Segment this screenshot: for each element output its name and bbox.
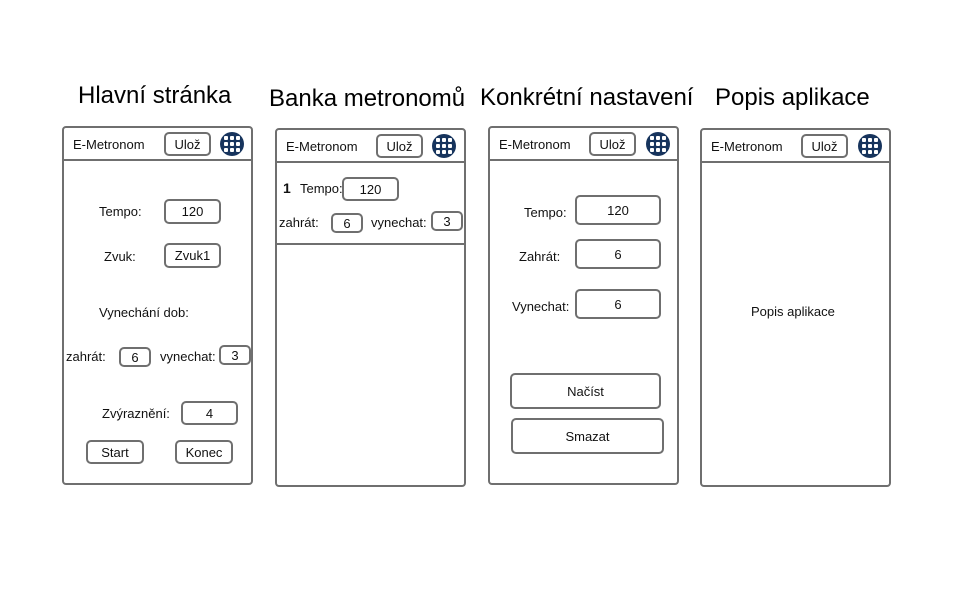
delete-button[interactable]: Smazat [511, 418, 664, 454]
tempo-label: Tempo: [300, 181, 343, 196]
skip-field[interactable]: 3 [219, 345, 251, 365]
grid-menu-icon[interactable] [220, 132, 244, 156]
top-bar: E-Metronom Ulož [64, 128, 251, 161]
about-screen: E-Metronom Ulož Popis aplikace [700, 128, 891, 487]
detail-screen: E-Metronom Ulož Tempo: 120 Zahrát: 6 Vyn… [488, 126, 679, 485]
start-button[interactable]: Start [86, 440, 144, 464]
tempo-field[interactable]: 120 [164, 199, 221, 224]
end-button[interactable]: Konec [175, 440, 233, 464]
tempo-field[interactable]: 120 [575, 195, 661, 225]
heading-app-description: Popis aplikace [715, 84, 870, 111]
play-label: zahrát: [66, 349, 106, 364]
heading-metronome-bank: Banka metronomů [269, 85, 466, 112]
play-label: Zahrát: [519, 249, 561, 264]
top-bar: E-Metronom Ulož [702, 130, 889, 163]
app-title: E-Metronom [499, 137, 571, 152]
app-title: E-Metronom [286, 139, 358, 154]
save-button[interactable]: Ulož [801, 134, 848, 158]
skip-label: Vynechat: [512, 299, 570, 314]
top-bar: E-Metronom Ulož [277, 130, 464, 163]
play-field[interactable]: 6 [119, 347, 151, 367]
accent-field[interactable]: 4 [181, 401, 238, 425]
top-bar: E-Metronom Ulož [490, 128, 677, 161]
skip-section-label: Vynechání dob: [99, 305, 189, 320]
sound-label: Zvuk: [104, 249, 136, 264]
play-field[interactable]: 6 [575, 239, 661, 269]
list-divider [277, 243, 464, 245]
item-number: 1 [283, 180, 291, 196]
save-button[interactable]: Ulož [164, 132, 211, 156]
skip-label: vynechat: [371, 215, 427, 230]
play-label: zahrát: [279, 215, 319, 230]
save-button[interactable]: Ulož [376, 134, 423, 158]
tempo-field[interactable]: 120 [342, 177, 399, 201]
load-button[interactable]: Načíst [510, 373, 661, 409]
tempo-label: Tempo: [99, 204, 142, 219]
play-field[interactable]: 6 [331, 213, 363, 233]
skip-field[interactable]: 3 [431, 211, 463, 231]
heading-main-page: Hlavní stránka [78, 82, 232, 109]
main-screen: E-Metronom Ulož Tempo: 120 Zvuk: Zvuk1 V… [62, 126, 253, 485]
grid-menu-icon[interactable] [646, 132, 670, 156]
about-text: Popis aplikace [751, 304, 835, 319]
save-button[interactable]: Ulož [589, 132, 636, 156]
tempo-label: Tempo: [524, 205, 567, 220]
bank-screen: E-Metronom Ulož 1 Tempo: 120 zahrát: 6 v… [275, 128, 466, 487]
skip-label: vynechat: [160, 349, 216, 364]
app-title: E-Metronom [711, 139, 783, 154]
grid-menu-icon[interactable] [432, 134, 456, 158]
accent-label: Zvýraznění: [102, 406, 170, 421]
sound-field[interactable]: Zvuk1 [164, 243, 221, 268]
grid-menu-icon[interactable] [858, 134, 882, 158]
app-title: E-Metronom [73, 137, 145, 152]
skip-field[interactable]: 6 [575, 289, 661, 319]
heading-specific-settings: Konkrétní nastavení [480, 84, 694, 111]
